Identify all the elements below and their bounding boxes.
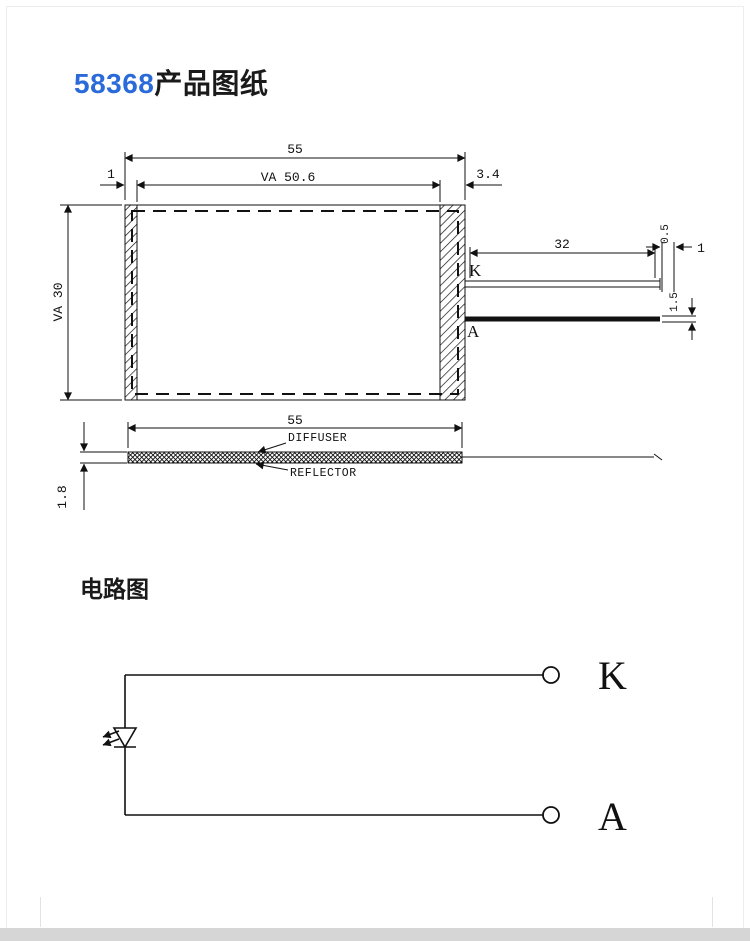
light-arrow-1 [102,730,120,739]
wire-label-anode: A [467,322,480,341]
title-suffix: 产品图纸 [154,68,269,99]
va-dashed-outline [131,210,459,395]
dim-va-height: VA 30 [51,204,122,401]
dim-text-left-edge: 1 [107,167,115,182]
dim-text-side-width: 55 [287,413,303,428]
dim-text-wire-length: 32 [554,237,570,252]
wire-label-cathode: K [469,261,482,280]
dim-text-wire-pitch: 1.5 [669,292,681,312]
dim-text-va-width: VA 50.6 [261,170,316,185]
page-title: 58368产品图纸 [74,62,268,102]
cathode-terminal [542,666,560,684]
top-view-drawing: 55 VA 50.6 1 3.4 VA 30 [51,142,705,401]
dim-text-overall-width: 55 [287,142,303,157]
film-stack-bar [127,451,463,464]
dim-va-width: VA 50.6 [136,170,441,202]
dim-thickness: 1.8 [55,422,127,510]
page-footer-strip [0,928,750,941]
reflector-label: REFLECTOR [290,467,357,480]
dim-side-width: 55 [127,413,463,448]
circuit-section-heading: 电路图 [80,576,149,602]
part-number: 58368 [74,68,155,99]
panel-outline [124,204,466,401]
anode-terminal [542,806,560,824]
lower-section-border [40,897,713,927]
circuit-diagram: K A [102,653,627,839]
dim-text-wire-thickness: 0.5 [660,224,672,244]
layer-labels: DIFFUSER REFLECTOR [255,432,357,480]
circuit-label-anode: A [598,794,627,839]
dim-overall-width: 55 [124,142,466,200]
diffuser-label: DIFFUSER [288,432,347,445]
circuit-wiring [124,674,543,816]
light-arrow-2 [102,738,120,747]
circuit-label-cathode: K [598,653,627,698]
right-hatched-edge [439,204,466,401]
lead-wires: K A [465,261,661,341]
dim-wire-details: 0.5 1 1.5 [646,224,705,340]
dim-text-wire-gap: 1 [697,241,705,256]
side-view-drawing: 55 DIFFUSER REFLECTOR 1.8 [55,413,663,510]
dim-text-va-height: VA 30 [51,282,66,321]
led-symbol [102,727,138,749]
dim-text-thickness: 1.8 [55,485,70,508]
dim-right-edge: 3.4 [465,167,502,189]
dim-text-right-edge: 3.4 [476,167,500,182]
dim-wire-length: 32 [469,237,656,278]
dim-left-edge: 1 [100,167,125,189]
side-wire-end-tick [653,453,663,461]
